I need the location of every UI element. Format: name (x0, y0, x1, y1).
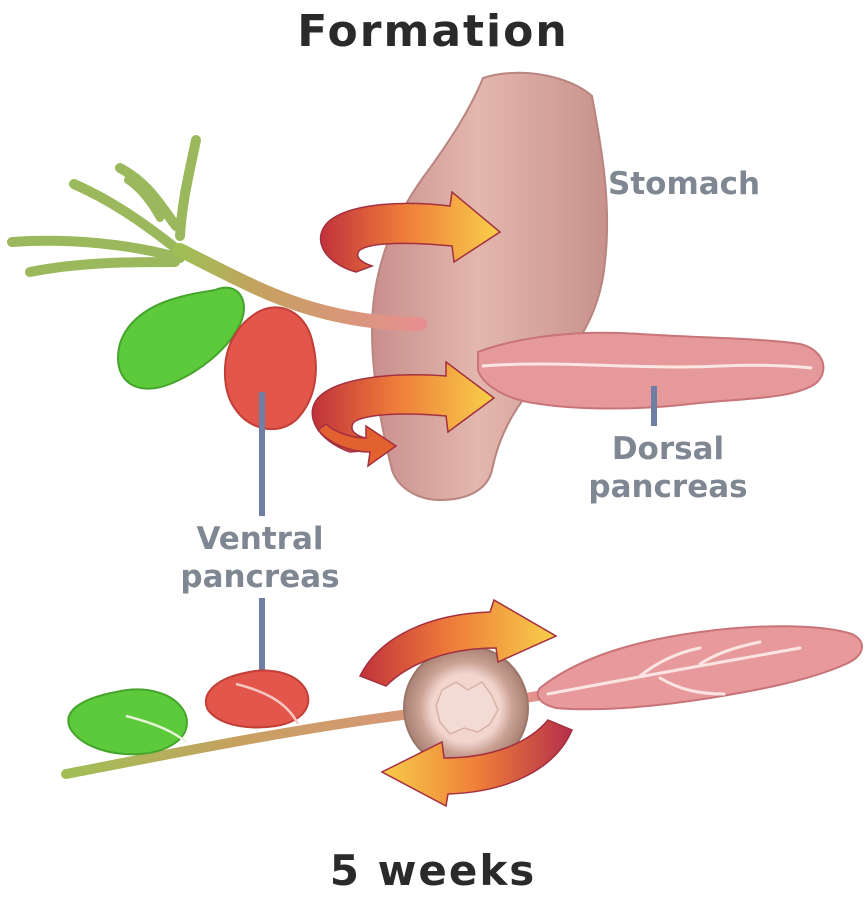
age-label: 5 weeks (0, 846, 866, 895)
dorsal-pancreas-shape (478, 333, 823, 409)
dorsal-pancreas-label: Dorsal pancreas (558, 430, 778, 506)
diagram-title: Formation (0, 6, 866, 57)
gallbladder-shape-bottom (68, 689, 187, 754)
dorsal-pancreas-label-line1: Dorsal (558, 430, 778, 468)
ventral-pancreas-label-line1: Ventral (150, 520, 370, 558)
stomach-label: Stomach (608, 166, 760, 202)
ventral-pancreas-label: Ventral pancreas (150, 520, 370, 596)
dorsal-pancreas-shape-bottom (538, 626, 862, 709)
ventral-pancreas-shape-bottom (206, 671, 308, 728)
dorsal-pancreas-label-line2: pancreas (558, 468, 778, 506)
ventral-pancreas-label-line2: pancreas (150, 558, 370, 596)
